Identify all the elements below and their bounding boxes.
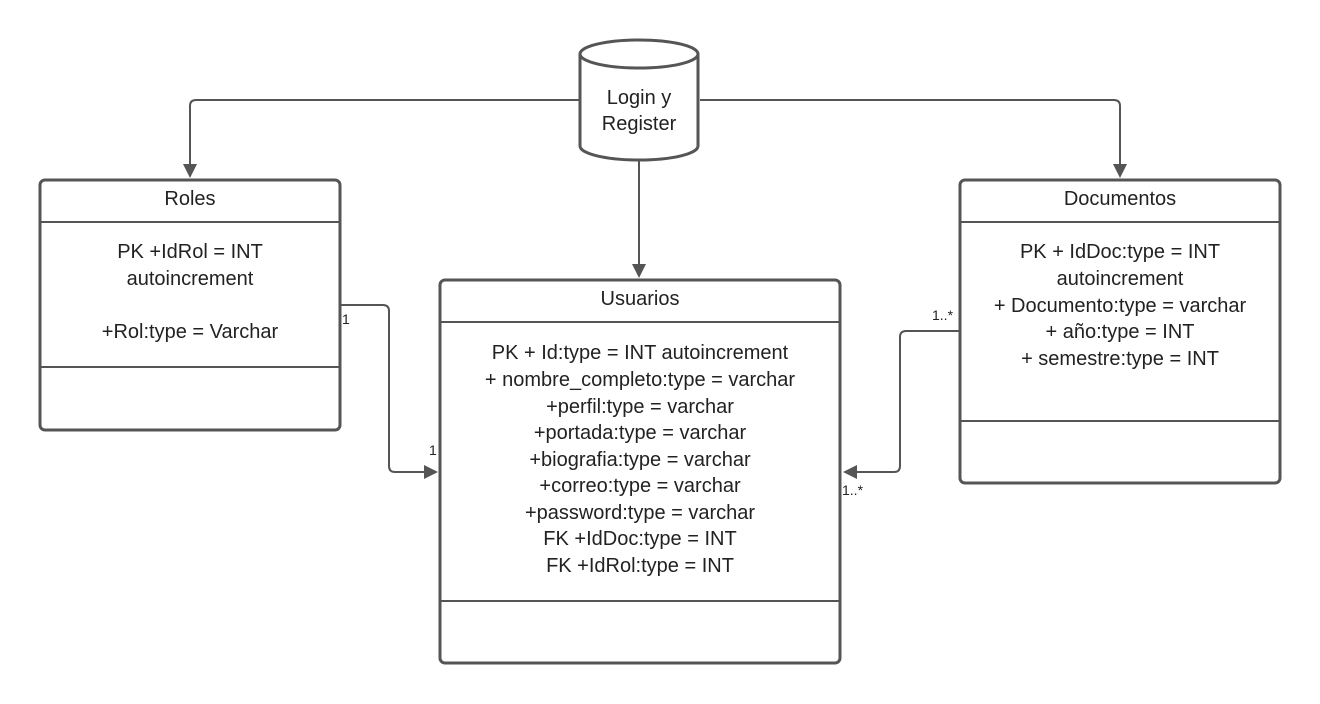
connector-documentos-usuarios	[855, 330, 960, 473]
multiplicity-labels: 1 1 1..* 1..*	[342, 307, 954, 498]
roles-attribute: PK +IdRol = INT	[117, 241, 263, 263]
database-login-register[interactable]: Login y Register	[578, 38, 700, 162]
multiplicity-documentos: 1..*	[932, 307, 954, 323]
documentos-attribute: + Documento:type = varchar	[994, 295, 1247, 317]
documentos-attribute: + semestre:type = INT	[1021, 348, 1219, 370]
database-label-line1: Login y	[607, 87, 672, 109]
multiplicity-roles: 1	[342, 311, 350, 327]
documentos-attribute: PK + IdDoc:type = INT	[1020, 241, 1220, 263]
documentos-box	[958, 178, 1282, 485]
connectors	[183, 99, 1127, 479]
class-documentos[interactable]: Documentos PK + IdDoc:type = INT autoinc…	[958, 178, 1282, 485]
usuarios-attribute: + nombre_completo:type = varchar	[485, 369, 796, 391]
documentos-title: Documentos	[1064, 188, 1176, 210]
database-cylinder-top	[578, 38, 700, 70]
database-cylinder-body	[578, 54, 700, 162]
roles-attribute: autoincrement	[127, 268, 254, 290]
usuarios-attribute: +correo:type = varchar	[539, 475, 741, 497]
roles-title: Roles	[164, 188, 215, 210]
arrowhead-roles	[183, 164, 197, 178]
usuarios-attribute: FK +IdDoc:type = INT	[543, 528, 736, 550]
arrowhead-documentos	[1113, 164, 1127, 178]
multiplicity-usuarios-left: 1	[429, 442, 437, 458]
usuarios-attribute: +password:type = varchar	[525, 502, 755, 524]
arrowhead-usuarios-right	[843, 465, 857, 479]
connector-db-documentos	[700, 99, 1121, 166]
usuarios-box	[438, 278, 842, 665]
usuarios-attribute: PK + Id:type = INT autoincrement	[492, 342, 789, 364]
usuarios-title: Usuarios	[601, 288, 680, 310]
connector-roles-usuarios	[341, 304, 426, 473]
roles-attribute: +Rol:type = Varchar	[102, 321, 279, 343]
class-usuarios[interactable]: Usuarios PK + Id:type = INT autoincremen…	[438, 278, 842, 665]
database-label-line2: Register	[602, 113, 677, 135]
documentos-attribute: autoincrement	[1057, 268, 1184, 290]
arrowhead-usuarios-left	[424, 465, 438, 479]
usuarios-attribute: +biografia:type = varchar	[529, 449, 751, 471]
arrowhead-usuarios-top	[632, 264, 646, 278]
usuarios-attribute: FK +IdRol:type = INT	[546, 555, 734, 577]
usuarios-attribute: +perfil:type = varchar	[546, 396, 734, 418]
documentos-attribute: + año:type = INT	[1046, 321, 1195, 343]
connector-db-roles	[189, 99, 580, 166]
class-roles[interactable]: Roles PK +IdRol = INT autoincrement +Rol…	[38, 178, 342, 432]
multiplicity-usuarios-right: 1..*	[842, 482, 864, 498]
roles-box	[38, 178, 342, 432]
usuarios-attribute: +portada:type = varchar	[534, 422, 747, 444]
